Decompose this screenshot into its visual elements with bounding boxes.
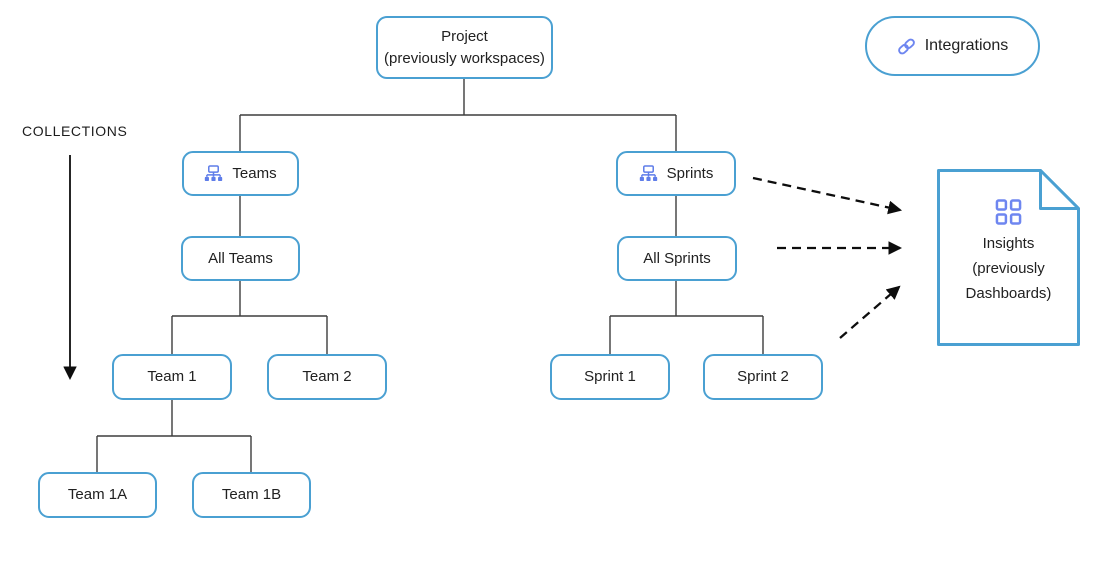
node-sprints-label: Sprints <box>666 164 714 182</box>
node-integrations: Integrations <box>865 16 1040 76</box>
node-sprint-2: Sprint 2 <box>703 354 823 400</box>
dashed-arrow-sprints-to-insights <box>752 176 903 215</box>
node-teams: Teams <box>182 151 299 196</box>
node-sprint-2-label: Sprint 2 <box>737 368 789 386</box>
collections-label: COLLECTIONS <box>22 123 128 139</box>
node-team-1a-label: Team 1A <box>67 486 128 504</box>
connector-team1-to-children <box>96 400 252 472</box>
node-all-teams: All Teams <box>181 236 300 281</box>
connector-project-to-teams-sprints <box>239 79 677 151</box>
node-integrations-label: Integrations <box>924 37 1009 55</box>
node-all-sprints: All Sprints <box>617 236 737 281</box>
document-shape <box>937 169 1080 346</box>
node-sprint-1-label: Sprint 1 <box>584 368 636 386</box>
node-insights-subtitle-2: Dashboards) <box>965 285 1052 302</box>
node-all-sprints-label: All Sprints <box>643 249 711 267</box>
node-insights: Insights (previously Dashboards) <box>937 169 1080 346</box>
node-project-subtitle: (previously workspaces) <box>384 49 545 67</box>
node-insights-title: Insights <box>982 235 1035 252</box>
node-team-1a: Team 1A <box>38 472 157 518</box>
node-teams-label: Teams <box>232 164 277 182</box>
grid-icon <box>995 199 1022 230</box>
connector-all-teams-to-children <box>171 281 328 354</box>
connector-all-sprints-to-children <box>609 281 764 354</box>
node-team-1: Team 1 <box>112 354 232 400</box>
dashed-arrow-sprint-items-to-insights <box>839 285 901 339</box>
node-team-1-label: Team 1 <box>147 368 197 386</box>
org-chart-icon <box>204 165 223 182</box>
node-project: Project (previously workspaces) <box>376 16 553 79</box>
org-chart-icon <box>639 165 658 182</box>
node-team-2-label: Team 2 <box>302 368 352 386</box>
node-sprints: Sprints <box>616 151 736 196</box>
node-insights-subtitle-1: (previously <box>972 260 1045 277</box>
node-team-1b-label: Team 1B <box>221 486 282 504</box>
link-icon <box>897 37 916 56</box>
node-team-1b: Team 1B <box>192 472 311 518</box>
node-all-teams-label: All Teams <box>208 249 273 267</box>
node-sprint-1: Sprint 1 <box>550 354 670 400</box>
node-project-title: Project <box>441 27 488 45</box>
node-team-2: Team 2 <box>267 354 387 400</box>
